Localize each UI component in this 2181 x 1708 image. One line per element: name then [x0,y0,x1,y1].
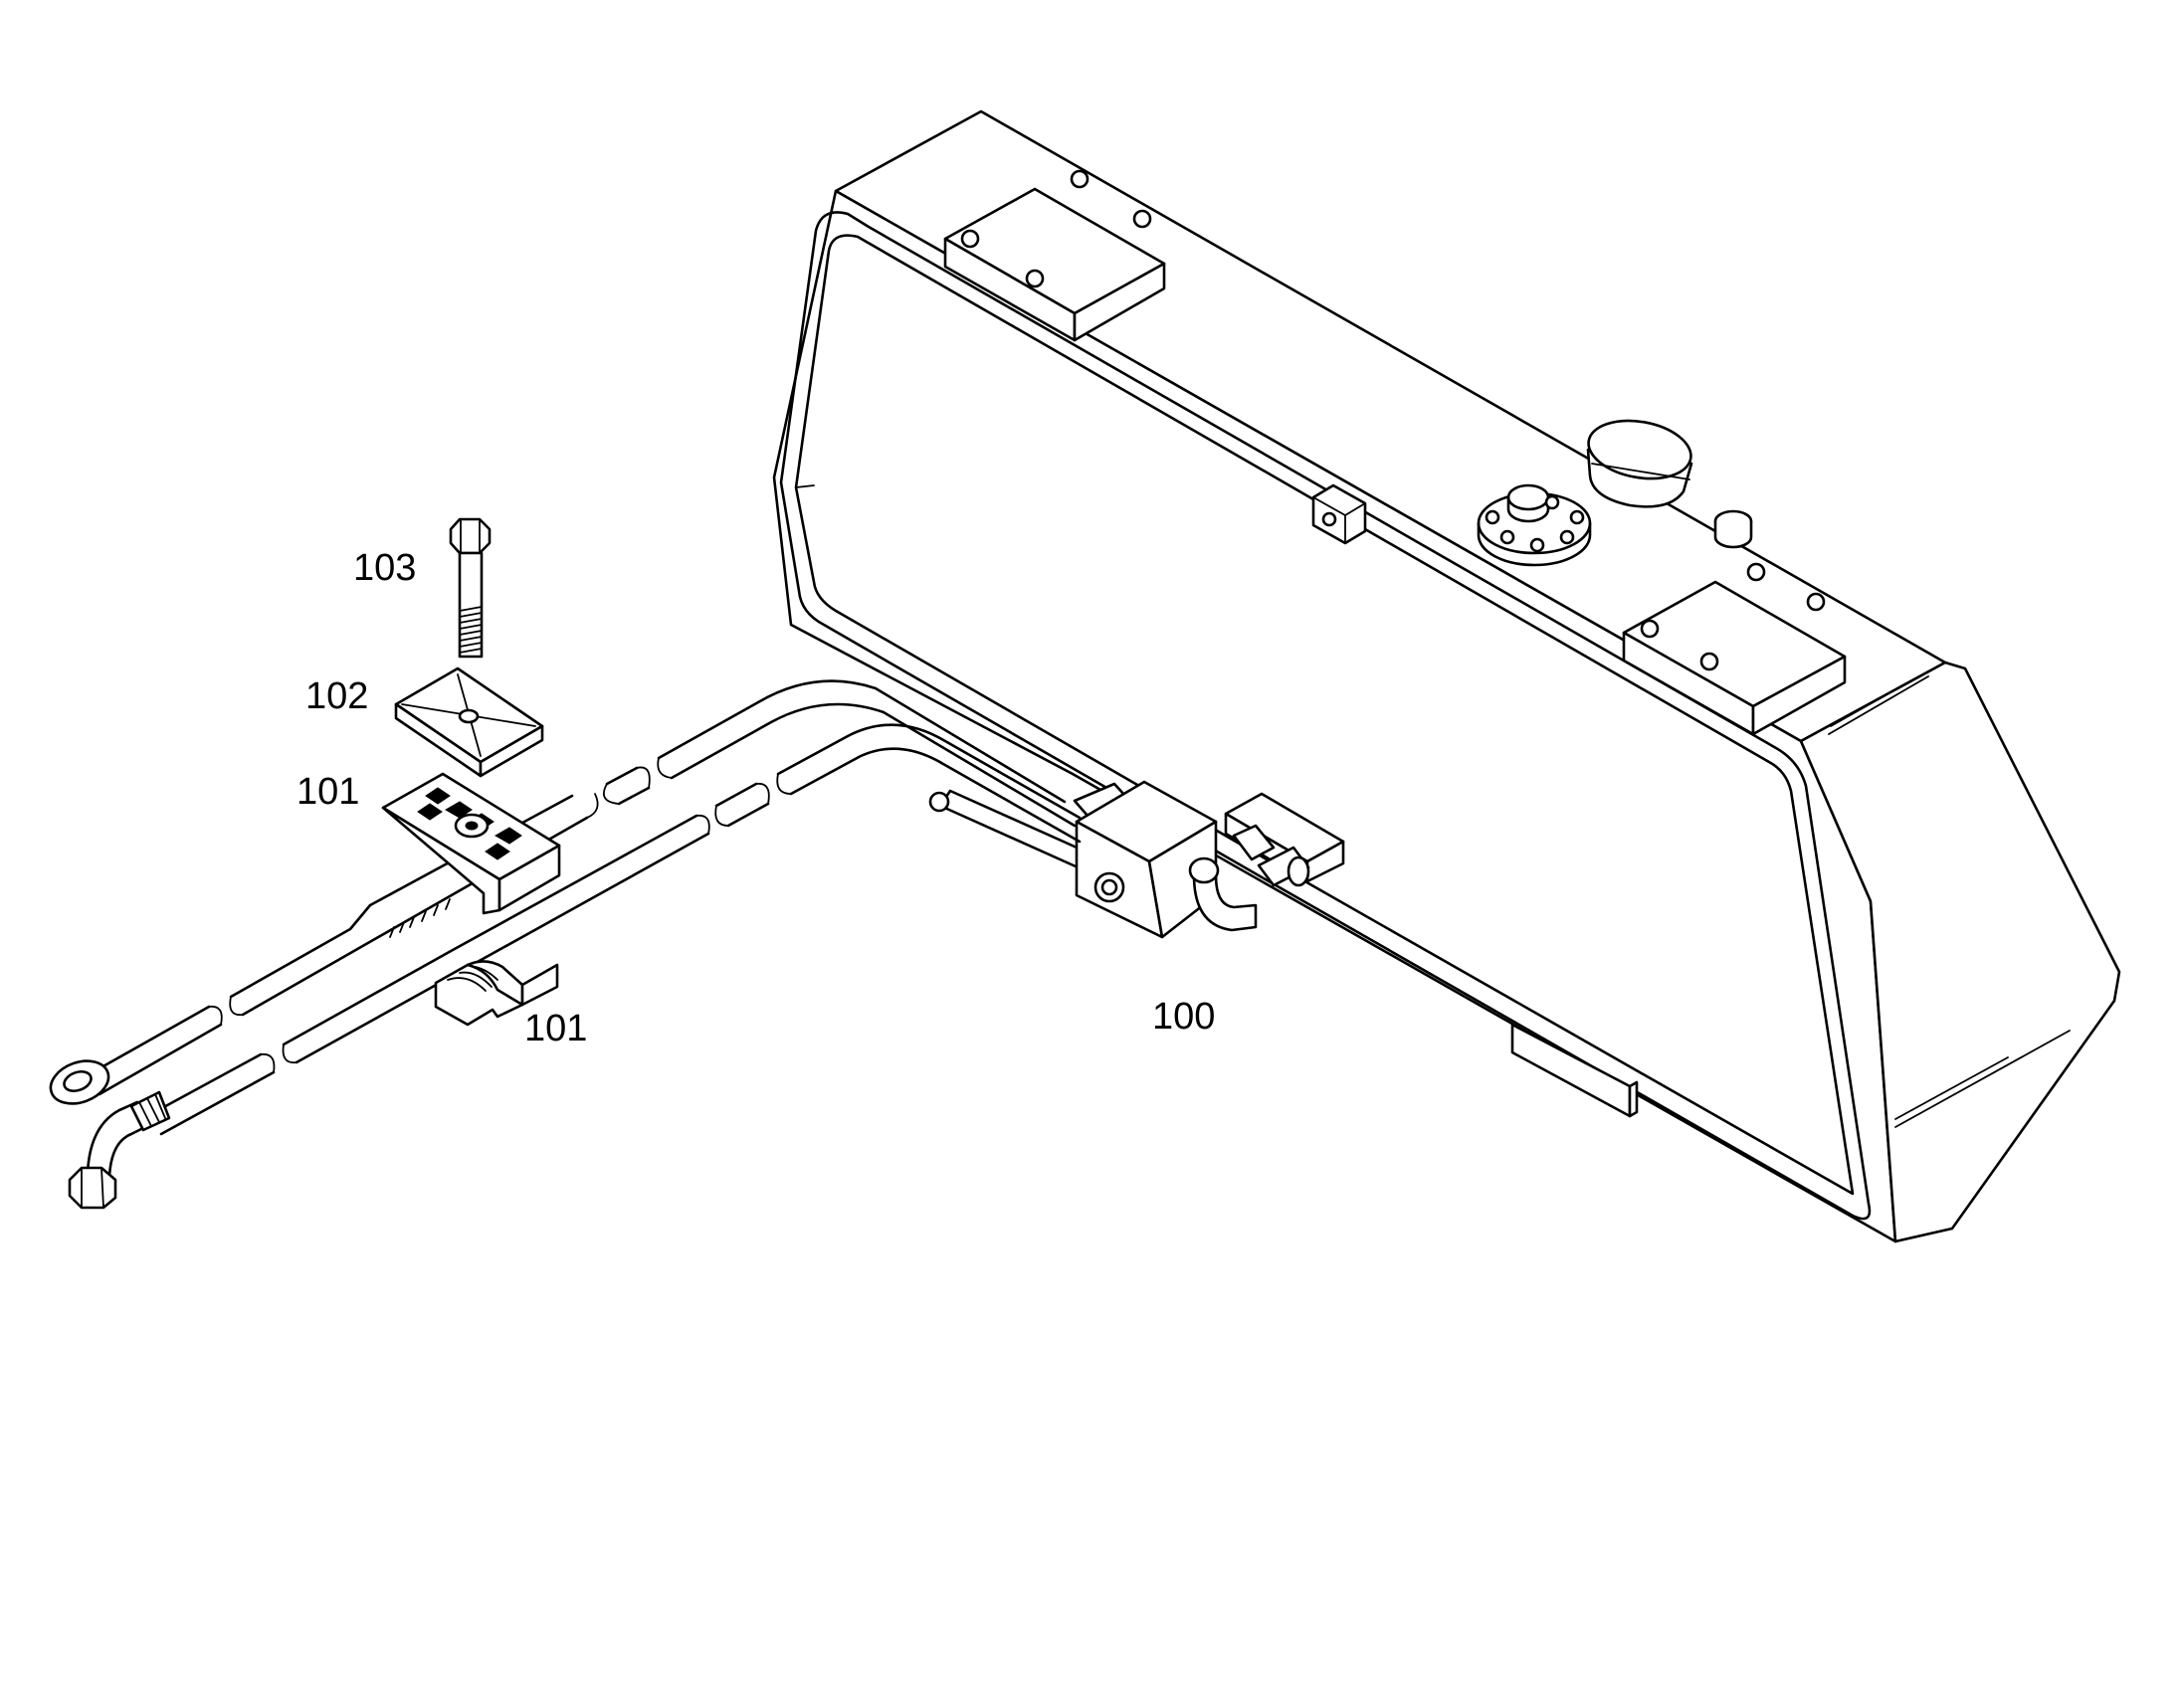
tank-lower-bracket [1510,1023,1639,1118]
hydraulic-hoses [84,679,1082,1136]
elbow-fitting [68,1090,171,1210]
breather-plug [1713,509,1753,549]
filler-cap [1586,419,1693,508]
tank-mount-bracket-right [1622,562,1847,736]
tank-mount-bracket-left [943,169,1166,342]
tank-flange-plate [1477,483,1592,567]
label-clamp-half-upper: 101 [297,771,359,813]
cover-plate [394,666,544,778]
label-clamp-half-lower: 101 [524,1008,587,1049]
bolt [449,517,492,659]
label-bolt: 103 [353,547,416,589]
banjo-fitting [49,1059,110,1105]
label-tank-assembly: 100 [1152,996,1215,1038]
shutoff-valve [928,780,1345,939]
top-fitting [1311,483,1367,545]
hose-marking [389,898,451,938]
bolt-thread [459,606,483,654]
hydraulic-tank [772,109,2121,1243]
clamp-half-upper [381,772,561,915]
label-cover-plate: 102 [305,675,368,717]
clamp-half-lower [434,960,559,1027]
